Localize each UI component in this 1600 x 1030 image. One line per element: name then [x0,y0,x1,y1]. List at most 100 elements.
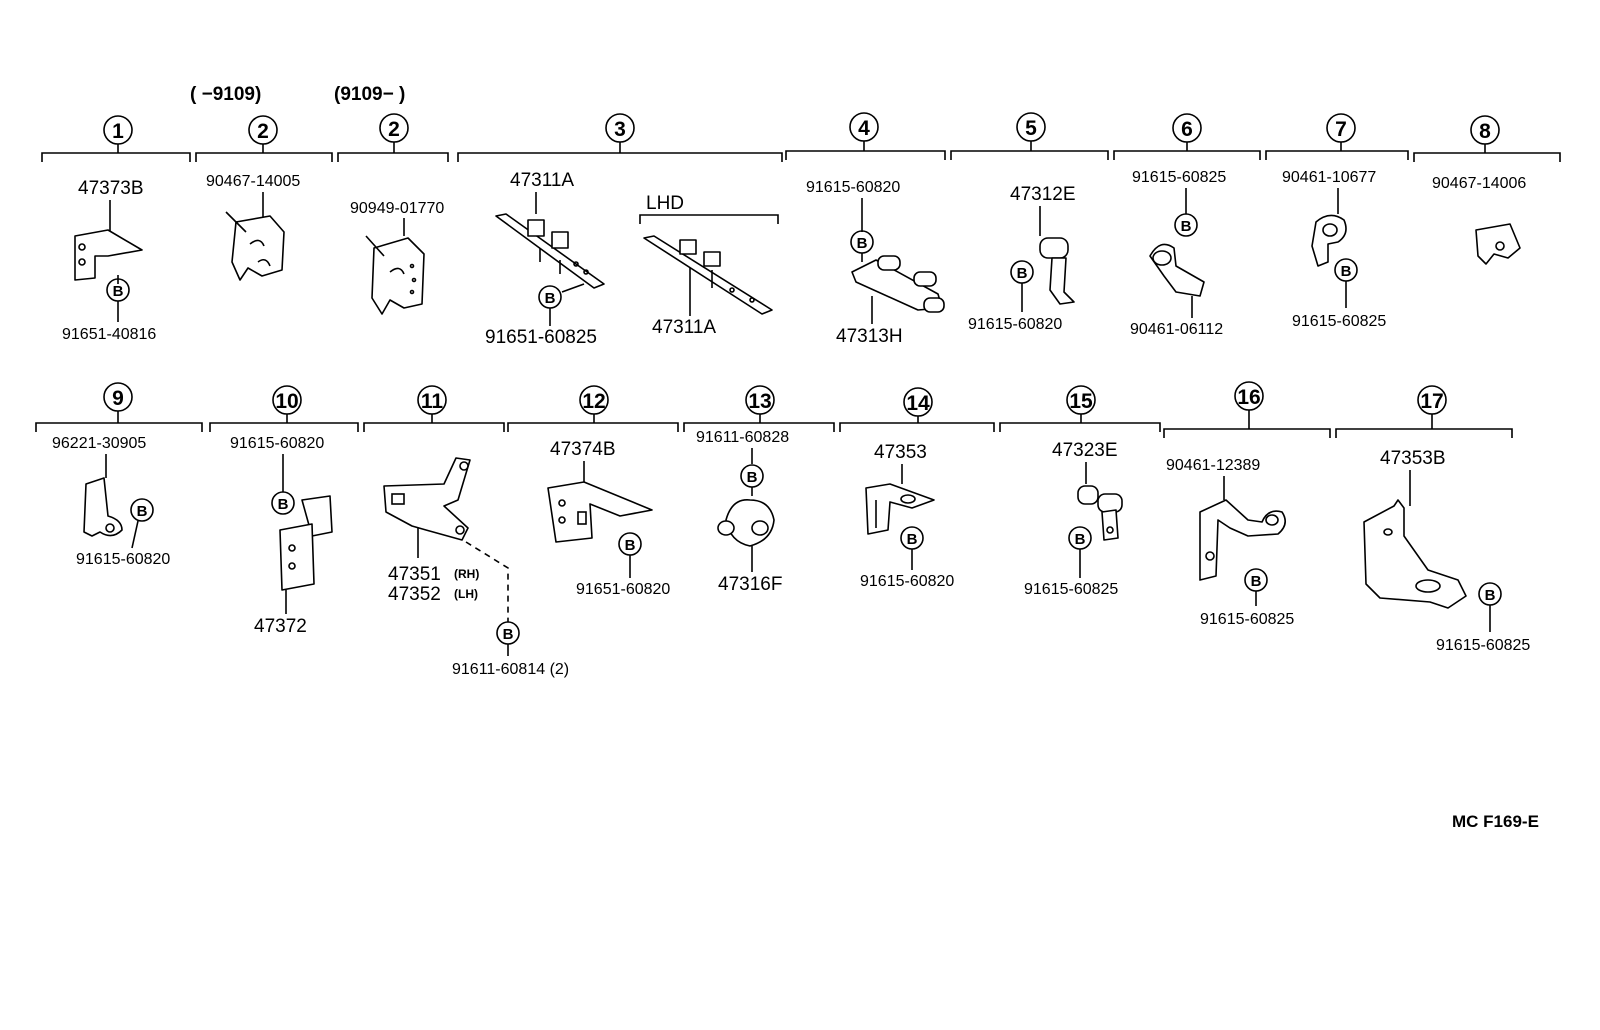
index-17: 17 [1417,385,1447,415]
lh-tag: (LH) [454,587,478,601]
index-10: 10 [272,385,302,415]
svg-text:B: B [1075,531,1086,548]
clamp-47311A-shape [495,213,605,289]
part-number-47374B: 47374B [550,439,616,460]
part-number-47373B: 47373B [78,178,144,199]
bolt-marker: B [740,464,764,488]
index-2b: 2 [379,113,409,143]
part-number-47351: 47351 [388,564,441,585]
clamp-90461-12389-shape [1199,499,1286,581]
clamp-47316F-shape [717,499,775,547]
svg-text:14: 14 [906,392,930,415]
index-8: 8 [1470,115,1500,145]
index-9: 9 [103,382,133,412]
clamp-47353B-shape [1363,499,1467,609]
part-number-47353: 47353 [874,442,927,463]
bolt-marker: B [1334,258,1358,282]
svg-text:10: 10 [275,390,298,413]
svg-text:B: B [1181,218,1192,235]
part-number-90949-01770: 90949-01770 [350,200,444,217]
clamp-47373B-shape [74,229,143,281]
part-number-47323E: 47323E [1052,440,1118,461]
index-12: 12 [579,385,609,415]
index-3: 3 [605,113,635,143]
part-number-90461-12389: 90461-12389 [1166,457,1260,474]
svg-text:8: 8 [1479,120,1491,143]
part-number-91615-60825-15: 91615-60825 [1024,581,1118,598]
svg-text:13: 13 [748,390,771,413]
part-number-91651-40816: 91651-40816 [62,326,156,343]
svg-text:4: 4 [858,117,870,140]
svg-text:B: B [113,283,124,300]
part-number-90467-14006: 90467-14006 [1432,175,1526,192]
bolt-marker: B [106,278,130,302]
part-number-91615-60825-6: 91615-60825 [1132,169,1226,186]
bolt-marker: B [1478,582,1502,606]
svg-text:B: B [1341,263,1352,280]
variant-lhd-label: LHD [646,193,684,214]
header-range-after: (9109− ) [334,84,405,105]
clamp-47313H-shape [851,255,945,313]
svg-text:12: 12 [582,390,605,413]
svg-text:6: 6 [1181,118,1193,141]
clamp-90461-10677-shape [1311,214,1347,267]
part-number-90461-10677: 90461-10677 [1282,169,1376,186]
part-number-47313H: 47313H [836,326,903,347]
clamp-47312E-shape [1039,237,1075,305]
clamp-47374B-shape [547,481,653,543]
bolt-marker: B [496,621,520,645]
svg-text:7: 7 [1335,118,1347,141]
svg-text:2: 2 [388,118,400,141]
part-number-90467-14005: 90467-14005 [206,173,300,190]
bolt-marker: B [618,532,642,556]
part-number-47311A: 47311A [510,170,574,191]
clip-90949-01770-shape [365,235,425,315]
svg-text:B: B [545,290,556,307]
svg-text:B: B [1251,573,1262,590]
part-number-91611-60814: 91611-60814 (2) [452,661,569,678]
svg-text:B: B [747,469,758,486]
part-number-91615-60825-7: 91615-60825 [1292,313,1386,330]
clamp-96221-30905-shape [83,477,123,537]
index-4: 4 [849,112,879,142]
figure-code: MC F169-E [1452,812,1539,831]
part-number-91651-60825: 91651-60825 [485,327,597,348]
clamp-90461-06112-shape [1149,243,1205,297]
bolt-marker: B [271,491,295,515]
part-number-91615-60825-17: 91615-60825 [1436,637,1530,654]
header-range-before: ( −9109) [190,84,261,105]
index-6: 6 [1172,113,1202,143]
bolt-marker: B [1244,568,1268,592]
part-number-91615-60825-16: 91615-60825 [1200,611,1294,628]
bolt-marker: B [1174,213,1198,237]
svg-text:B: B [857,235,868,252]
part-number-91615-60820-14: 91615-60820 [860,573,954,590]
svg-text:11: 11 [421,390,444,413]
svg-text:B: B [503,626,514,643]
clamp-47323E-shape [1077,485,1123,541]
part-number-91611-60828: 91611-60828 [696,429,789,446]
part-number-47352: 47352 [388,584,441,605]
part-number-90461-06112: 90461-06112 [1130,321,1223,338]
bolt-marker: B [900,526,924,550]
svg-text:B: B [1017,265,1028,282]
svg-text:3: 3 [614,118,626,141]
svg-text:15: 15 [1069,390,1093,413]
svg-text:B: B [907,531,918,548]
bolt-marker: B [130,498,154,522]
part-number-47312E: 47312E [1010,184,1076,205]
index-1: 1 [103,115,133,145]
index-16: 16 [1234,381,1264,411]
part-number-96221-30905: 96221-30905 [52,435,146,452]
part-number-47311A-lhd: 47311A [652,317,716,338]
index-13: 13 [745,385,775,415]
svg-text:B: B [278,496,289,513]
bolt-marker: B [1010,260,1034,284]
clamp-47353-shape [865,483,935,535]
part-number-91615-60820-10: 91615-60820 [230,435,324,452]
index-5: 5 [1016,112,1046,142]
bolt-marker: B [538,285,562,309]
part-number-47316F: 47316F [718,574,782,595]
index-7: 7 [1326,113,1356,143]
